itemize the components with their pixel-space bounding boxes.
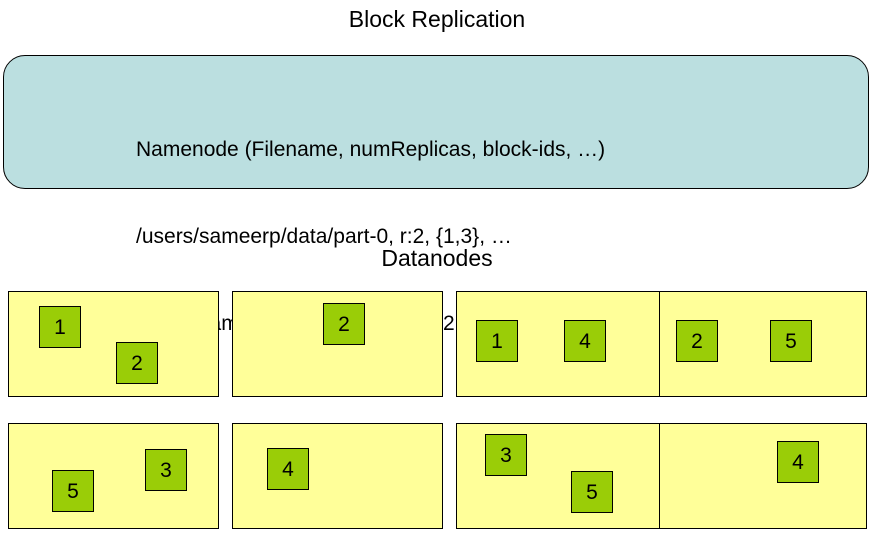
namenode-line-schema: Namenode (Filename, numReplicas, block-i… — [136, 138, 606, 161]
block-1: 1 — [39, 306, 81, 348]
block-2: 2 — [676, 320, 718, 362]
block-2: 2 — [323, 303, 365, 345]
block-4: 4 — [267, 448, 309, 490]
block-3: 3 — [485, 434, 527, 476]
block-2: 2 — [116, 342, 158, 384]
block-5: 5 — [571, 471, 613, 513]
namenode-line-part-0: /users/sameerp/data/part-0, r:2, {1,3}, … — [136, 225, 512, 248]
block-4: 4 — [564, 320, 606, 362]
block-5: 5 — [770, 320, 812, 362]
page-title: Block Replication — [348, 6, 526, 32]
namenode-box — [3, 55, 869, 189]
datanode-8: 4 — [659, 423, 867, 529]
block-3: 3 — [145, 449, 187, 491]
datanode-6: 4 — [232, 423, 443, 529]
block-5: 5 — [52, 470, 94, 512]
datanode-2: 2 — [232, 291, 443, 397]
datanodes-label: Datanodes — [381, 245, 493, 271]
block-1: 1 — [476, 320, 518, 362]
block-4: 4 — [777, 441, 819, 483]
